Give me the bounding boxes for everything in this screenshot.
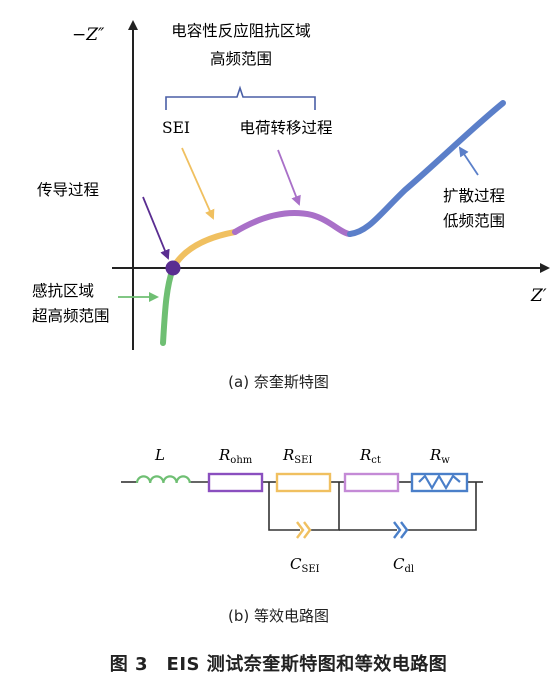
- inductive-label-line2: 超高频范围: [32, 307, 110, 325]
- c-dl-label: Cdl: [393, 555, 414, 575]
- r-sei-label: RSEI: [282, 446, 312, 466]
- resistor-r-sei: [275, 472, 332, 493]
- resistor-r-ct: [343, 472, 400, 493]
- diffusion-label-line2: 低频范围: [443, 212, 505, 230]
- inductive-segment: [160, 265, 176, 346]
- x-axis-label: Z′: [530, 286, 547, 306]
- charge-transfer-arrow: [277, 149, 301, 206]
- inductor-l: [135, 475, 191, 484]
- sei-label: SEI: [162, 119, 190, 137]
- r-w-label: Rw: [429, 446, 450, 466]
- figure-caption: 图 3 EIS 测试奈奎斯特图和等效电路图: [109, 654, 448, 675]
- equivalent-circuit: L Rohm RSEI Rct Rw CSEI Cdl: [121, 446, 483, 575]
- cpe-c-dl: [393, 521, 409, 539]
- conduction-label: 传导过程: [37, 181, 99, 199]
- nyquist-plot: −Z″ Z′ 电容性反应阻抗区域 高频范围 SEI 电荷转移过程 传导过程 感抗…: [32, 20, 550, 350]
- warburg-zigzag: [418, 473, 461, 491]
- capacitive-bracket: [165, 85, 316, 110]
- diffusion-arrow: [458, 146, 479, 176]
- charge-transfer-label: 电荷转移过程: [239, 119, 332, 137]
- sei-segment: [170, 229, 238, 271]
- circuit-wires: [121, 481, 483, 531]
- cpe-c-sei: [296, 521, 312, 539]
- sei-arrow: [181, 147, 215, 220]
- diffusion-segment: [347, 100, 506, 237]
- nyquist-caption: (a) 奈奎斯特图: [228, 373, 329, 391]
- c-sei-label: CSEI: [290, 555, 320, 575]
- y-axis-label: −Z″: [72, 25, 105, 45]
- diffusion-label-line1: 扩散过程: [443, 187, 505, 205]
- resistor-r-ohm: [207, 472, 264, 493]
- inductor-label: L: [154, 446, 165, 464]
- r-ct-label: Rct: [359, 446, 381, 466]
- capacitive-label-line1: 电容性反应阻抗区域: [171, 21, 311, 40]
- circuit-caption: (b) 等效电路图: [228, 607, 329, 625]
- conduction-point: [165, 260, 181, 276]
- r-ohm-label: Rohm: [218, 446, 253, 466]
- capacitive-label-line2: 高频范围: [210, 50, 272, 68]
- charge-transfer-segment: [232, 210, 353, 237]
- inductive-label-line1: 感抗区域: [32, 282, 94, 300]
- conduction-arrow: [142, 196, 170, 260]
